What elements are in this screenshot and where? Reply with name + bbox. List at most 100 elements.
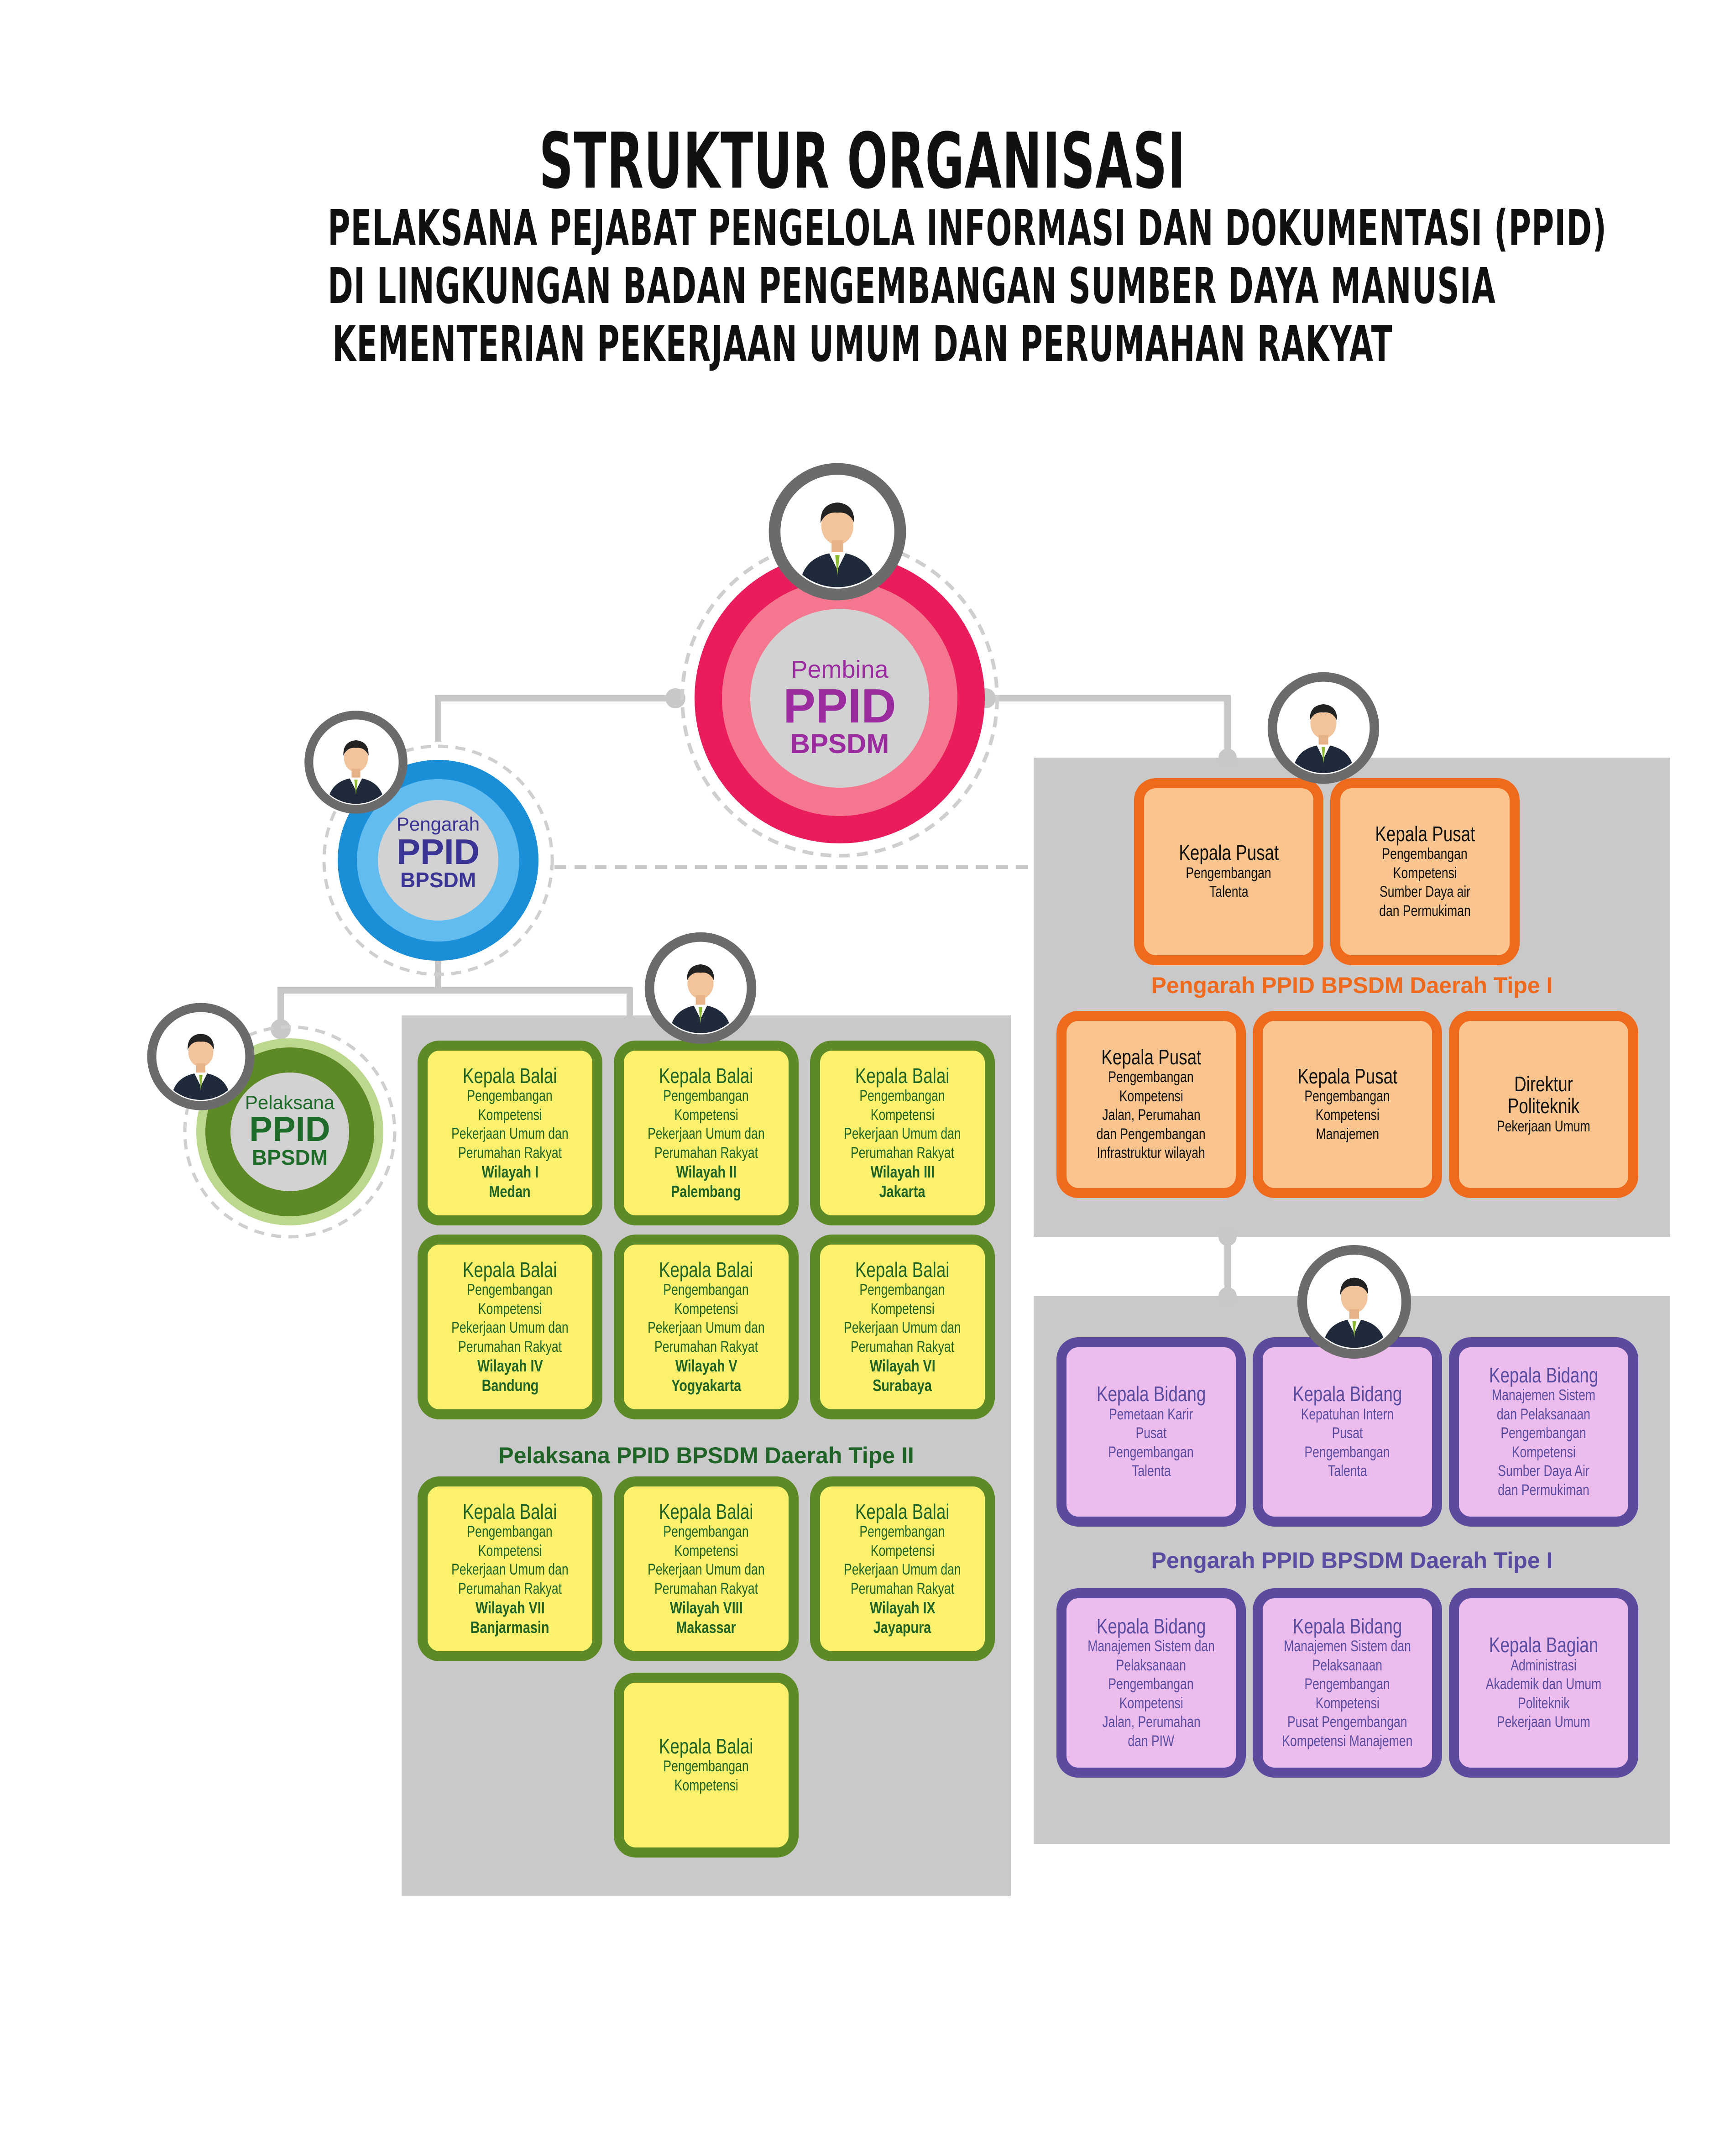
box-line: Kompetensi Manajemen	[1282, 1732, 1413, 1750]
pelaksana-section-label: Pelaksana PPID BPSDM Daerah Tipe II	[498, 1443, 914, 1468]
box-line: Pekerjaan Umum dan	[451, 1561, 569, 1579]
pengarah-role: Pengarah	[396, 813, 480, 835]
box-line: Perumahan Rakyat	[458, 1144, 562, 1162]
box-title: Kepala Bidang	[1096, 1614, 1206, 1638]
box-line: Kompetensi	[870, 1300, 935, 1318]
box-line: dan Pelaksanaan	[1497, 1405, 1590, 1423]
box-line: Pekerjaan Umum dan	[648, 1319, 765, 1337]
box-line: Pengembangan	[859, 1087, 946, 1105]
box-line: Perumahan Rakyat	[654, 1144, 758, 1162]
person-avatar-icon	[768, 463, 906, 601]
box-line: Pemetaan Karir	[1109, 1405, 1193, 1423]
box-line: Pengembangan	[1304, 1087, 1390, 1105]
box-line: Kompetensi	[674, 1776, 738, 1794]
orange-section-label: Pengarah PPID BPSDM Daerah Tipe I	[1151, 973, 1553, 998]
box-title: Kepala Balai	[463, 1063, 557, 1088]
pengarah-main: PPID	[396, 832, 480, 872]
box-line: Talenta	[1209, 883, 1249, 901]
box-line: Pekerjaan Umum dan	[648, 1561, 765, 1579]
person-avatar-icon	[1267, 672, 1380, 784]
subtitle-line-1: PELAKSANA PEJABAT PENGELOLA INFORMASI DA…	[328, 200, 1607, 257]
box-line: Perumahan Rakyat	[654, 1580, 758, 1597]
person-avatar-icon	[644, 932, 757, 1044]
box-bold-line: Wilayah VII	[475, 1598, 545, 1617]
subtitle-line-2: DI LINGKUNGAN BADAN PENGEMBANGAN SUMBER …	[328, 258, 1496, 315]
box-line: Perumahan Rakyat	[458, 1580, 562, 1597]
box-bold-line: Wilayah IV	[477, 1356, 543, 1376]
box-title: Kepala Balai	[855, 1257, 950, 1282]
box-title: Kepala Pusat	[1297, 1064, 1397, 1088]
pengarah-sub: BPSDM	[400, 868, 476, 892]
pembina-sub: BPSDM	[790, 728, 889, 759]
box-line: Kompetensi	[1119, 1694, 1183, 1712]
box-bold-line: Bandung	[481, 1376, 538, 1395]
box-line: Politeknik	[1517, 1694, 1570, 1712]
box-line: Kompetensi	[1119, 1087, 1183, 1105]
box-line: Perumahan Rakyat	[850, 1144, 955, 1162]
pelaksana-main: PPID	[249, 1110, 330, 1149]
box-line: Manajemen Sistem	[1491, 1387, 1595, 1404]
box-line: Pengembangan	[663, 1523, 749, 1541]
box-line: Pusat	[1332, 1424, 1363, 1442]
box-line: Kompetensi	[1511, 1443, 1576, 1461]
box-line: Sumber Daya Air	[1498, 1462, 1589, 1480]
box-line: Pusat Pengembangan	[1287, 1713, 1407, 1731]
box-bold-line: Wilayah II	[676, 1162, 737, 1182]
box-line: Pekerjaan Umum	[1497, 1117, 1590, 1135]
box-title-2: Politeknik	[1507, 1094, 1580, 1118]
box-line: Talenta	[1131, 1462, 1171, 1480]
person-avatar-icon	[147, 1003, 255, 1110]
box-line: dan Permukiman	[1498, 1481, 1589, 1499]
box-bold-line: Wilayah VI	[869, 1356, 936, 1376]
box-line: Perumahan Rakyat	[654, 1338, 758, 1355]
box-title: Kepala Balai	[659, 1257, 753, 1282]
box-bold-line: Makassar	[676, 1617, 737, 1637]
pembina-label: Pembina PPID BPSDM	[748, 657, 931, 758]
box-line: Perumahan Rakyat	[458, 1338, 562, 1355]
box-bold-line: Surabaya	[873, 1376, 932, 1395]
box-title: Direktur	[1514, 1072, 1573, 1096]
box-line: Kompetensi	[674, 1300, 738, 1318]
person-avatar-icon	[1297, 1245, 1411, 1359]
box-line: Pengembangan	[1304, 1443, 1390, 1461]
box-line: Jalan, Perumahan	[1102, 1106, 1201, 1124]
box-line: Kompetensi	[478, 1106, 542, 1124]
box-title: Kepala Balai	[463, 1257, 557, 1282]
box-bold-line: Jayapura	[873, 1617, 931, 1637]
box-bold-line: Medan	[489, 1182, 531, 1201]
box-line: Pengembangan	[1382, 845, 1468, 863]
box-line: Pengembangan	[663, 1758, 749, 1775]
box-line: Pekerjaan Umum dan	[648, 1125, 765, 1143]
box-bold-line: Yogyakarta	[671, 1376, 742, 1395]
box-title: Kepala Bidang	[1292, 1382, 1402, 1406]
pelaksana-role: Pelaksana	[245, 1092, 335, 1113]
pengarah-circle	[322, 744, 554, 976]
box-line: Pengembangan	[663, 1087, 749, 1105]
box-line: Pengembangan	[1500, 1424, 1587, 1442]
box-line: Perumahan Rakyat	[850, 1338, 955, 1355]
box-bold-line: Wilayah V	[675, 1356, 737, 1376]
box-line: dan Pengembangan	[1097, 1125, 1206, 1143]
box-line: Pengembangan	[467, 1523, 553, 1541]
box-title: Kepala Pusat	[1179, 841, 1279, 865]
box-line: Pusat	[1135, 1424, 1167, 1442]
box-line: Kompetensi	[478, 1542, 542, 1559]
box-line: Sumber Daya air	[1379, 883, 1470, 901]
box-title: Kepala Balai	[463, 1499, 557, 1523]
box-line: Talenta	[1328, 1462, 1367, 1480]
box-line: Pengembangan	[1108, 1443, 1194, 1461]
box-line: Kompetensi	[870, 1106, 935, 1124]
box-line: Kepatuhan Intern	[1301, 1405, 1394, 1423]
box-title: Kepala Bidang	[1292, 1614, 1402, 1638]
